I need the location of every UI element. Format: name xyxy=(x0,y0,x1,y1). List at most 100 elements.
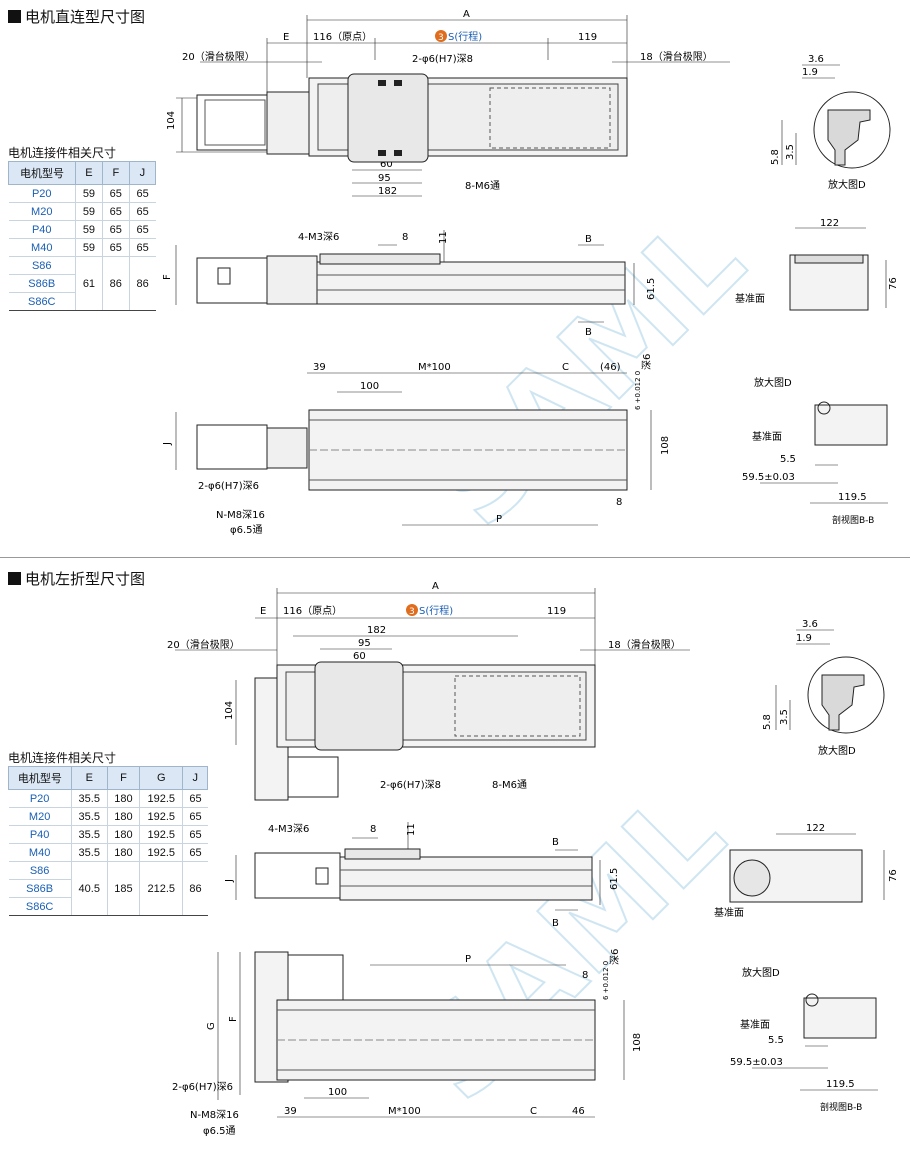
dim-c: C xyxy=(530,1106,537,1117)
dim-deep6: 深6 xyxy=(609,949,621,965)
table-caption: 电机连接件相关尺寸 xyxy=(8,146,117,160)
dim-95: 95 xyxy=(378,173,391,184)
dim-5-8: 5.8 xyxy=(762,714,773,730)
dim-f: F xyxy=(228,1016,239,1022)
table-cell: 65 xyxy=(101,220,130,239)
dim-a: A xyxy=(463,9,470,20)
table-cell: 61 xyxy=(75,256,103,311)
dim-3-6: 3.6 xyxy=(808,54,824,65)
table-row: S86B xyxy=(8,879,208,898)
table-cell: P20 xyxy=(8,789,72,808)
table-cell: 180 xyxy=(106,789,140,808)
dim-g: G xyxy=(206,1022,217,1030)
title-square-icon xyxy=(8,572,21,585)
dim-11: 11 xyxy=(438,231,449,244)
dim-m3: 4-M3深6 xyxy=(298,231,339,243)
table-cell: 59 xyxy=(75,220,103,239)
table-cell: P40 xyxy=(8,220,76,239)
table-cell: 35.5 xyxy=(70,807,108,826)
actuator-side-view xyxy=(254,848,593,901)
table-row: M20 59 65 65 xyxy=(8,202,156,221)
top-dims xyxy=(175,588,690,745)
table-header: J xyxy=(128,161,157,185)
section-title-text: 电机直连型尺寸图 xyxy=(25,8,146,26)
table-row: P20 59 65 65 xyxy=(8,184,156,203)
table-cell: M40 xyxy=(8,238,76,257)
table-caption: 电机连接件相关尺寸 xyxy=(8,751,117,765)
dim-stroke: S(行程) xyxy=(448,30,482,43)
dim-f: F xyxy=(162,274,173,280)
table-cell: 40.5 xyxy=(70,861,108,916)
dim-1-9: 1.9 xyxy=(796,633,812,644)
table-cell: 212.5 xyxy=(139,861,183,916)
table-cell: 192.5 xyxy=(139,843,183,862)
stroke-num: 3 xyxy=(438,33,444,43)
dim-m100: M*100 xyxy=(388,1106,421,1117)
dim-95: 95 xyxy=(358,638,371,649)
actuator-bottom-view xyxy=(254,951,596,1083)
dimension-table: 电机型号 E F G J P20 35.5 180 192.5 65 M20 3… xyxy=(8,766,208,916)
table-cell: P40 xyxy=(8,825,72,844)
table-row: P40 59 65 65 xyxy=(8,220,156,239)
dim-8b: 8 xyxy=(582,970,588,981)
table-cell: S86C xyxy=(8,897,72,916)
dim-b-bottom: B xyxy=(585,327,592,338)
dim-pin6: 2-φ6(H7)深6 xyxy=(198,480,259,492)
dim-limit-right: 18（滑台极限） xyxy=(640,50,713,63)
dim-p: P xyxy=(465,954,471,965)
zoom-marker-circle xyxy=(817,401,831,415)
table-header: F xyxy=(101,161,130,185)
dim-39: 39 xyxy=(313,362,326,373)
table-cell: 65 xyxy=(182,825,208,844)
dim-j: J xyxy=(224,879,235,883)
dim-60: 60 xyxy=(380,159,393,170)
table-cell: 65 xyxy=(101,238,130,257)
dim-46p: (46) xyxy=(600,362,621,373)
dim-5-5: 5.5 xyxy=(768,1035,784,1046)
zoom-label-2: 放大图D xyxy=(742,966,780,979)
section-left-fold: 电机左折型尺寸图 电机连接件相关尺寸 电机型号 E F G J P20 35.5… xyxy=(0,560,910,1160)
section-bb-label: 剖视图B-B xyxy=(832,514,874,526)
dim-hole-pin: 2-φ6(H7)深8 xyxy=(412,53,473,65)
actuator-bottom-view xyxy=(196,409,628,491)
zoom-label: 放大图D xyxy=(818,744,856,757)
section-title: 电机左折型尺寸图 xyxy=(8,568,145,589)
dim-d65: φ6.5通 xyxy=(230,524,263,536)
table-cell: 65 xyxy=(182,807,208,826)
dim-m100: M*100 xyxy=(418,362,451,373)
table-cell: 65 xyxy=(128,238,156,257)
dim-nm8: N-M8深16 xyxy=(216,509,265,521)
table-row: S86C xyxy=(8,897,208,916)
ref-label: 基准面 xyxy=(714,906,744,919)
dim-119-5: 119.5 xyxy=(838,492,867,503)
table-cell: 180 xyxy=(106,825,140,844)
table-cell: 35.5 xyxy=(70,825,108,844)
dimension-table: 电机型号 E F J P20 59 65 65 M20 59 65 65 P40… xyxy=(7,161,157,311)
table-header: J xyxy=(182,766,208,790)
dim-b-top: B xyxy=(552,837,559,848)
table-cell: 180 xyxy=(106,807,140,826)
table-header: 电机型号 xyxy=(7,161,77,185)
dim-122: 122 xyxy=(806,823,825,834)
title-square-icon xyxy=(8,10,21,23)
dim-61-5: 61.5 xyxy=(609,868,620,890)
rail-profile-shape xyxy=(821,674,865,731)
table-header: E xyxy=(70,766,108,790)
detail-dims xyxy=(752,629,885,1091)
dim-pin6: 2-φ6(H7)深6 xyxy=(172,1081,233,1093)
table-cell: M20 xyxy=(8,202,76,221)
table-cell: 65 xyxy=(101,202,130,221)
actuator-top-view xyxy=(254,661,596,801)
dim-60: 60 xyxy=(353,651,366,662)
table-cell: 35.5 xyxy=(70,789,108,808)
table-row: S86C xyxy=(8,292,156,311)
table-cell: 185 xyxy=(106,861,140,916)
dim-59-5: 59.5±0.03 xyxy=(730,1057,783,1068)
table-row: M40 35.5 180 192.5 65 xyxy=(8,843,208,862)
section-divider xyxy=(0,557,910,558)
actuator-side-view xyxy=(196,253,626,305)
dim-hole-pin: 2-φ6(H7)深8 xyxy=(380,779,441,791)
dim-76: 76 xyxy=(888,869,899,882)
dim-deep6: 深6 xyxy=(641,354,653,370)
table-cell: 59 xyxy=(75,184,103,203)
